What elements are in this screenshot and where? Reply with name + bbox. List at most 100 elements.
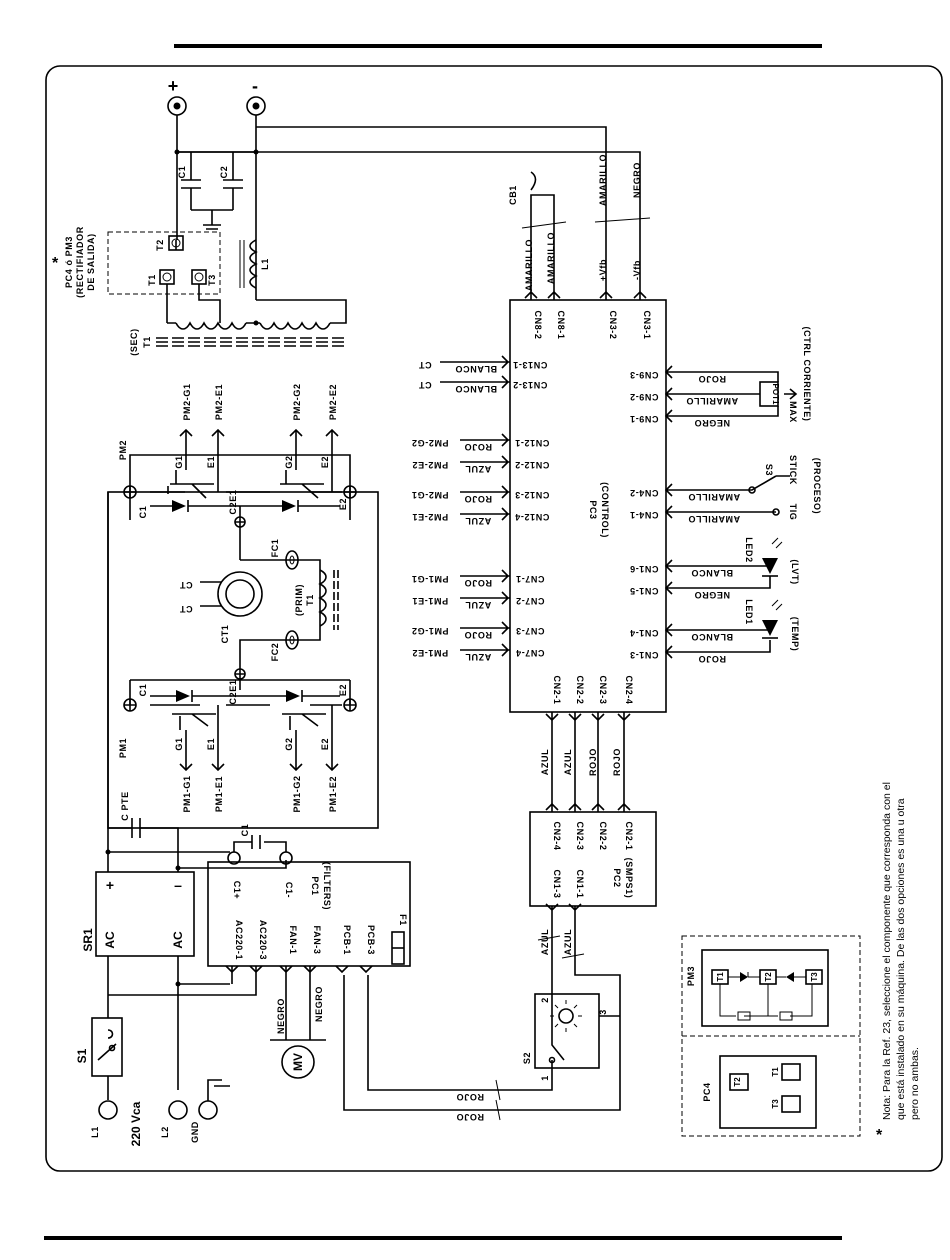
pm2-g2: G2	[284, 455, 294, 468]
cn13-2-to: CT	[418, 380, 431, 390]
cn12-3-to: PM2-G1	[411, 490, 448, 500]
pm1-e1: E1	[206, 738, 216, 750]
cn12-2-to: PM2-E2	[412, 460, 448, 470]
prim-t1: T1	[305, 594, 315, 606]
note-line3: pero no ambas.	[909, 1047, 921, 1120]
s3-desc: (PROCESO)	[812, 458, 822, 514]
cn12-4-to: PM2-E1	[412, 512, 448, 522]
cn2-wire-1: AZUL	[540, 749, 550, 775]
cn2-wire-3: ROJO	[588, 748, 598, 776]
inset-pc4-t2: T2	[733, 1077, 742, 1087]
cn13-1-color: BLANCO	[455, 364, 497, 374]
cap-c2-label: C2	[219, 166, 229, 179]
cap-c1-label: C1	[177, 166, 187, 179]
pc2-wire-a: AZUL	[540, 929, 550, 955]
cn7-3-pin: CN7-3	[515, 626, 544, 636]
cn9-1-color: NEGRO	[694, 418, 730, 428]
sr1-bridge	[95, 871, 195, 957]
s3-name: S3	[764, 464, 774, 476]
rect-t1: T1	[147, 274, 157, 286]
s2-pin3: 3	[598, 1009, 608, 1015]
cn13-2-pin: CN13-2	[513, 380, 548, 390]
rect-t2: T2	[155, 239, 165, 251]
pc2-name: PC2	[612, 868, 622, 887]
cn4-2-color: AMARILLO	[688, 492, 740, 502]
pm1-e2-term: PM1-E2	[328, 776, 338, 812]
cn7-1-color: ROJO	[464, 578, 492, 588]
pc3-cn2-2: CN2-2	[575, 675, 585, 704]
pc2-cn2-1: CN2-1	[624, 821, 634, 850]
s2-name: S2	[522, 1052, 532, 1064]
pm2-e1: E1	[206, 456, 216, 468]
note-line1: Nota: Para la Ref. 23, seleccione el com…	[881, 782, 893, 1120]
s2-switch	[534, 993, 600, 1069]
wire-amarillo-1: AMARILLO	[524, 239, 534, 291]
rectifier-subtitle2: DE SALIDA)	[86, 233, 96, 291]
cn9-3-pin: CN9-3	[629, 370, 658, 380]
pm1-c1: C1	[138, 684, 148, 697]
cn1-3-pin: CN1-3	[629, 650, 658, 660]
cn7-2-to: PM1-E1	[412, 596, 448, 606]
footnote: * Nota: Para la Ref. 23, seleccione el c…	[876, 782, 921, 1144]
cn13-2-color: BLANCO	[455, 384, 497, 394]
pm1-e2b: E2	[338, 684, 348, 696]
pc2-cn1-1: CN1-1	[575, 869, 585, 898]
cn1-4-pin: CN1-4	[629, 628, 658, 638]
note-star: *	[876, 1127, 883, 1144]
conn-cn8-2: CN8-2	[533, 310, 543, 339]
wire-amarillo-3: AMARILLO	[598, 154, 608, 206]
sr1-ac2: AC	[171, 931, 185, 949]
pm2-name: PM2	[118, 440, 128, 460]
cn7-group: CN7-1 CN7-2 CN7-3 CN7-4 ROJO AZUL ROJO A…	[411, 569, 545, 662]
cn4-1-color: AMARILLO	[688, 514, 740, 524]
s3-tig: TIG	[788, 504, 798, 521]
led1-name: LED1	[744, 599, 754, 624]
inset-pc4-t1: T1	[771, 1067, 780, 1077]
cn2-wire-4: ROJO	[612, 748, 622, 776]
cn12-1-color: ROJO	[464, 442, 492, 452]
pc1-board	[207, 861, 411, 967]
cn2-wire-2: AZUL	[563, 749, 573, 775]
cn13-group: CN13-1 CN13-2 BLANCO BLANCO CT CT	[418, 355, 548, 394]
cn13-1-to: CT	[418, 360, 431, 370]
inset-options: PM3 T1 T2 T3 PC4 T1 T3 T2	[681, 935, 861, 1137]
pc2-board	[529, 811, 657, 907]
pm1-g2: G2	[284, 737, 294, 750]
pc1-name: PC1	[310, 876, 320, 895]
pm1-g2-term: PM1-G2	[292, 775, 302, 812]
cn12-4-pin: CN12-4	[515, 512, 550, 522]
sr1-ac1: AC	[103, 931, 117, 949]
wire-negro: NEGRO	[632, 162, 642, 198]
cb1-label: CB1	[508, 185, 518, 205]
inductor-label: L1	[260, 258, 270, 270]
cn7-4-to: PM1-E2	[412, 648, 448, 658]
pc1-pin-fan-3: FAN-3	[312, 925, 322, 954]
pc1-pin-ac220-1: AC220-1	[234, 920, 244, 960]
inset-pc4: PC4	[702, 1082, 712, 1101]
led2-desc: (LVT)	[790, 559, 800, 584]
cpte-label: C PTE	[120, 791, 130, 821]
cn12-2-color: AZUL	[465, 464, 491, 474]
cn12-4-color: AZUL	[465, 516, 491, 526]
cn1-4-color: BLANCO	[691, 632, 733, 642]
rect-t3: T3	[207, 274, 217, 286]
cn9-2-pin: CN9-2	[629, 392, 658, 402]
pc2-cn2-2: CN2-2	[598, 821, 608, 850]
fc1-label: FC1	[270, 539, 280, 558]
minus-sign: -	[252, 76, 258, 96]
cn9-2-color: AMARILLO	[686, 396, 738, 406]
pc3-board	[509, 299, 667, 713]
pot-desc: (CTRL CORRIENTE)	[802, 327, 812, 422]
rectifier-asterisk: *	[52, 255, 59, 272]
cn1-3-color: ROJO	[698, 654, 726, 664]
ct-a: CT	[179, 580, 192, 590]
s3-stick: STICK	[788, 455, 798, 485]
rectifier-box	[107, 231, 221, 295]
wire-amarillo-2: AMARILLO	[546, 232, 556, 284]
pot-max: MAX	[788, 401, 798, 423]
mains-l2: L2	[160, 1126, 170, 1138]
sec-label: (SEC)	[129, 328, 139, 356]
inset-pc4-t3: T3	[771, 1099, 780, 1109]
inset-pm3-t2: T2	[764, 972, 773, 982]
